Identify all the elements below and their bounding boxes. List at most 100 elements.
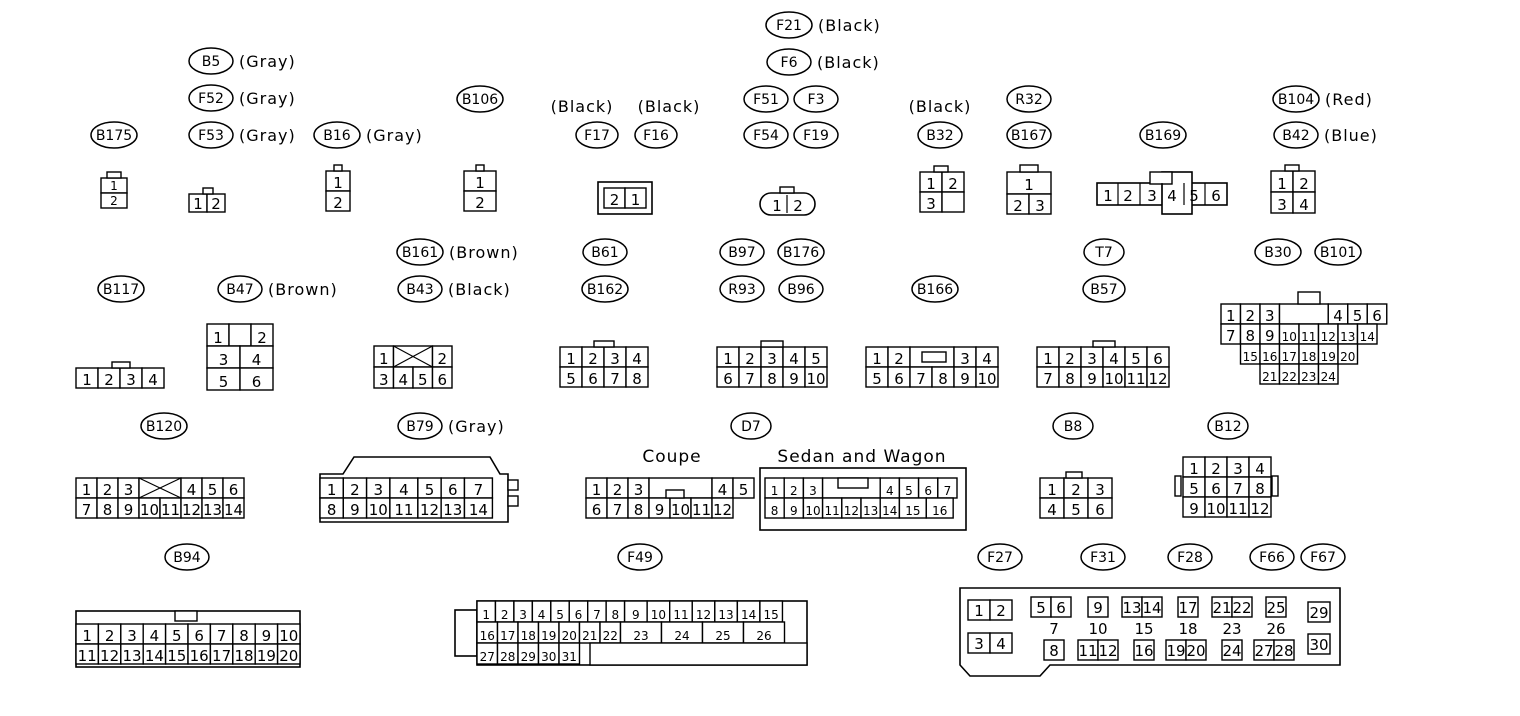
pin-number: 1: [82, 371, 92, 389]
pin-number: 14: [469, 501, 488, 519]
pin-cell: [625, 366, 649, 388]
pin-number: 4: [150, 627, 160, 645]
pin-number: 2: [894, 350, 904, 368]
pin-number: 9: [790, 504, 798, 518]
pin-cell: [975, 366, 999, 388]
connector-id: R93: [728, 282, 756, 298]
label-ellipse: [188, 47, 234, 75]
pin-number: 3: [1095, 481, 1105, 499]
b79-side-tab: [507, 479, 519, 491]
pin-number: 1: [82, 627, 92, 645]
pin-number: 9: [262, 627, 272, 645]
label-ellipse: [765, 11, 813, 39]
pin-number: 8: [938, 370, 948, 388]
pin-number: 6: [448, 481, 458, 499]
pin-number: 6: [1211, 480, 1221, 498]
pin-number: 2: [996, 602, 1006, 620]
pin-number: 8: [1049, 642, 1059, 660]
pin-number: 11: [78, 647, 97, 665]
pin-number: 15: [905, 504, 920, 518]
connector-label-b161: B161(Brown): [396, 238, 518, 266]
pin-number: 1: [333, 174, 343, 192]
pin-number: 8: [634, 501, 644, 519]
pin-number: 8: [1245, 327, 1255, 345]
pin-number: 4: [996, 635, 1006, 653]
pin-cell: [989, 599, 1013, 621]
pin-number: 3: [124, 481, 134, 499]
pin-cell: [732, 477, 755, 499]
connector-label-b79: B79(Gray): [397, 412, 504, 440]
connector-id: B96: [787, 282, 815, 298]
pin-number: 10: [369, 501, 388, 519]
label-ellipse: [397, 275, 443, 303]
connector-id: D7: [741, 419, 761, 435]
connector-label-b96: B96: [778, 275, 824, 303]
pin-number: 29: [1309, 604, 1328, 622]
latch-tab: [837, 477, 869, 489]
pin-number: 4: [398, 371, 408, 389]
pin-number: 9: [350, 501, 360, 519]
pin-number: 1: [482, 608, 490, 622]
pin-number: 2: [437, 350, 447, 368]
label-ellipse: [730, 412, 772, 440]
pin-number: 17: [212, 647, 231, 665]
pin-cell: [1231, 596, 1253, 618]
connector-label-b101: B101: [1314, 238, 1362, 266]
pin-cell: [925, 497, 954, 519]
pin-number: 2: [105, 627, 115, 645]
color-note-f16: (Black): [638, 97, 701, 116]
pin-number: 7: [916, 370, 926, 388]
connector-label-b167: B167: [1006, 121, 1052, 149]
pin-cell: [711, 497, 734, 519]
pin-number: 3: [519, 608, 527, 622]
connector-label-b47: B47(Brown): [217, 275, 337, 303]
pin-number: 28: [500, 650, 515, 664]
pin-number: 3: [379, 371, 389, 389]
pin-number: 2: [104, 371, 114, 389]
pin-number: 28: [1274, 642, 1293, 660]
pin-number: 1: [1103, 187, 1113, 205]
pin-number: 1: [110, 179, 118, 193]
pin-number: 3: [1087, 350, 1097, 368]
pin-number: 8: [239, 627, 249, 645]
pin-number: 13: [1340, 330, 1355, 344]
connector-label-b61: B61: [582, 238, 628, 266]
color-note: (Blue): [1324, 126, 1378, 145]
pin-number: 12: [100, 647, 119, 665]
pin-number: 8: [1255, 480, 1265, 498]
latch-tab: [333, 164, 343, 172]
connector-id: F3: [808, 92, 825, 108]
pin-number: 2: [257, 329, 267, 347]
connector-label-d7: D7: [730, 412, 772, 440]
pin-number: 11: [1078, 642, 1097, 660]
connector-label-f21: F21(Black): [765, 11, 881, 39]
connector-label-b120: B120: [140, 412, 188, 440]
pin-number: 11: [1126, 370, 1145, 388]
pin-number: 1: [566, 350, 576, 368]
connector-label-f53: F53(Gray): [188, 121, 295, 149]
pin-cell: [1133, 639, 1155, 661]
pin-number: 14: [741, 608, 756, 622]
pin-number: 7: [474, 481, 484, 499]
pin-number: 3: [767, 350, 777, 368]
latch-tab: [1149, 171, 1173, 185]
connector-id: B42: [1282, 128, 1309, 144]
pin-number: 5: [556, 608, 564, 622]
pin-number: 30: [541, 650, 556, 664]
color-note: (Black): [818, 16, 881, 35]
label-ellipse: [793, 85, 839, 113]
b12-side-tab: [1271, 475, 1279, 497]
pin-number: 1: [379, 350, 389, 368]
pin-number: 13: [1122, 599, 1141, 617]
label-ellipse: [1139, 121, 1187, 149]
pin-number: 1: [1189, 460, 1199, 478]
connector-id: F52: [198, 91, 224, 107]
color-note: (Gray): [239, 89, 296, 108]
pin-number: 6: [723, 370, 733, 388]
pin-number: 24: [1222, 642, 1241, 660]
pin-number: 4: [1299, 196, 1309, 214]
pin-number: 14: [224, 501, 243, 519]
pin-cell: [100, 192, 128, 209]
